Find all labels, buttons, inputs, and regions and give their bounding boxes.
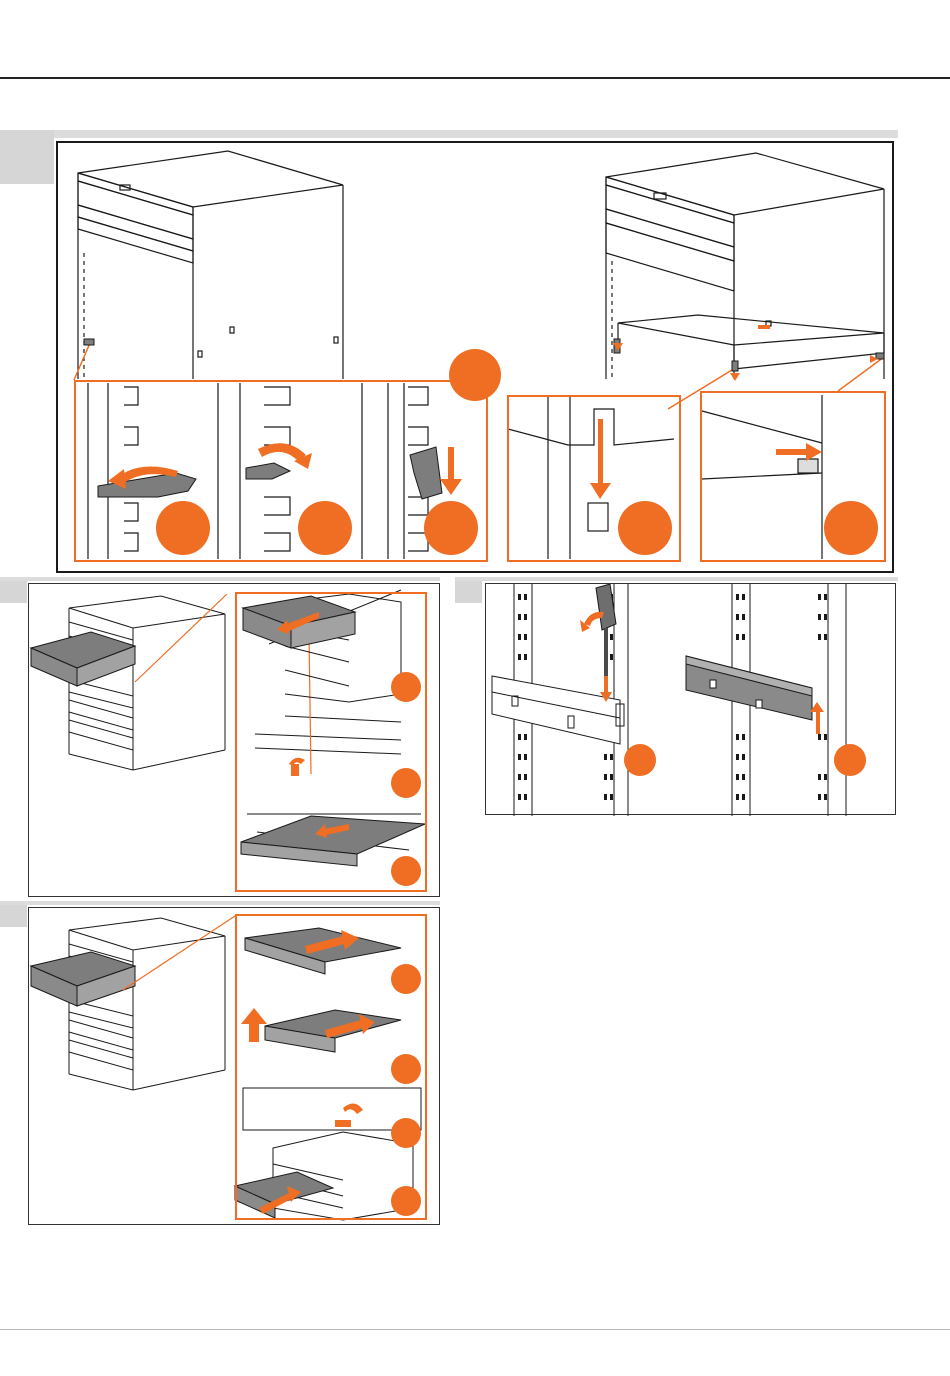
step-marker	[391, 856, 421, 886]
section-4-frame	[485, 583, 896, 815]
step-marker	[391, 768, 421, 798]
step-marker	[834, 744, 866, 776]
slide-rail-icon	[686, 656, 812, 720]
section-3-frame	[28, 907, 440, 1225]
section-1-band	[0, 130, 898, 138]
section-3-tab	[0, 905, 27, 927]
header-rule	[0, 77, 950, 79]
footer-rule	[0, 1329, 950, 1330]
step-marker	[391, 672, 421, 702]
section-2-detail-panel	[235, 592, 427, 892]
cabinet-icon	[69, 596, 225, 770]
clip-part	[84, 339, 94, 345]
section-2-tab	[0, 581, 27, 603]
section-1-frame	[56, 141, 894, 573]
step-marker	[824, 501, 878, 555]
section-4-band	[455, 577, 898, 581]
step-marker	[391, 964, 421, 994]
step-marker	[298, 501, 352, 555]
step-marker	[424, 501, 478, 555]
section-4-illustration	[486, 584, 897, 816]
cabinet-icon	[69, 918, 225, 1090]
step-marker	[449, 349, 501, 401]
cabinet-icon	[78, 151, 343, 379]
step-marker	[156, 501, 210, 555]
section-3-band	[0, 901, 440, 905]
step-marker	[391, 1186, 421, 1216]
section-1-tab	[0, 130, 54, 184]
step-marker	[624, 744, 656, 776]
section-2-band	[0, 577, 440, 581]
slide-rail-icon	[492, 676, 620, 744]
section-4-tab	[455, 581, 482, 603]
step-marker	[391, 1118, 421, 1148]
step-marker	[391, 1054, 421, 1084]
section-2-frame	[28, 583, 440, 897]
step-marker	[618, 501, 672, 555]
